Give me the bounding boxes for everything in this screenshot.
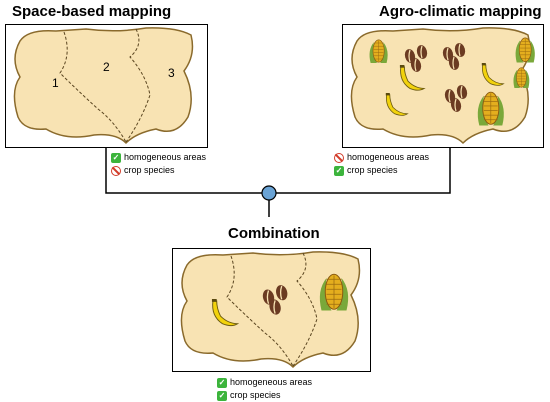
corn-icon	[477, 91, 504, 126]
coffee-bean-icon	[262, 285, 288, 315]
zone-label: 3	[168, 66, 175, 80]
corn-icon	[513, 67, 530, 88]
prohibited-icon	[111, 165, 121, 176]
coffee-bean-icon	[444, 85, 468, 112]
corn-icon	[319, 273, 349, 311]
zone-boundary	[59, 31, 127, 143]
banana-icon	[399, 65, 426, 91]
zone-label: 2	[103, 60, 110, 74]
agro-climatic-title: Agro-climatic mapping	[379, 3, 542, 20]
space-based-map: 1 2 3	[13, 27, 194, 145]
agro-climatic-map-panel	[342, 24, 544, 148]
legend-label: crop species	[230, 390, 281, 400]
zone-boundary	[292, 252, 318, 367]
legend-label: homogeneous areas	[230, 377, 313, 387]
space-based-legend: ✓homogeneous areas crop species	[111, 151, 206, 177]
checkmark-icon: ✓	[111, 152, 121, 163]
banana-icon	[481, 63, 505, 86]
agro-climatic-map	[350, 27, 535, 145]
corn-icon	[515, 37, 535, 63]
legend-label: crop species	[124, 165, 175, 175]
checkmark-icon: ✓	[334, 165, 344, 176]
agro-climatic-legend: homogeneous areas ✓crop species	[334, 151, 429, 177]
corn-icon	[369, 39, 388, 63]
banana-icon	[211, 299, 240, 327]
combination-title: Combination	[228, 225, 320, 242]
banana-icon	[385, 93, 409, 116]
space-based-map-panel: 1 2 3	[5, 24, 208, 148]
coffee-bean-icon	[442, 43, 466, 70]
coffee-bean-icon	[404, 45, 428, 72]
land-shape	[13, 27, 194, 145]
prohibited-icon	[334, 152, 344, 163]
zone-boundary	[125, 28, 151, 143]
legend-label: homogeneous areas	[347, 152, 430, 162]
connector-node	[261, 185, 277, 201]
checkmark-icon: ✓	[217, 390, 227, 401]
zone-label: 1	[52, 76, 59, 90]
legend-label: crop species	[347, 165, 398, 175]
combination-legend: ✓homogeneous areas ✓crop species	[217, 376, 312, 402]
zone-boundary	[226, 255, 294, 367]
combination-map-panel	[172, 248, 371, 372]
checkmark-icon: ✓	[217, 377, 227, 388]
space-based-title: Space-based mapping	[12, 3, 172, 20]
combination-map	[180, 251, 361, 369]
legend-label: homogeneous areas	[124, 152, 207, 162]
